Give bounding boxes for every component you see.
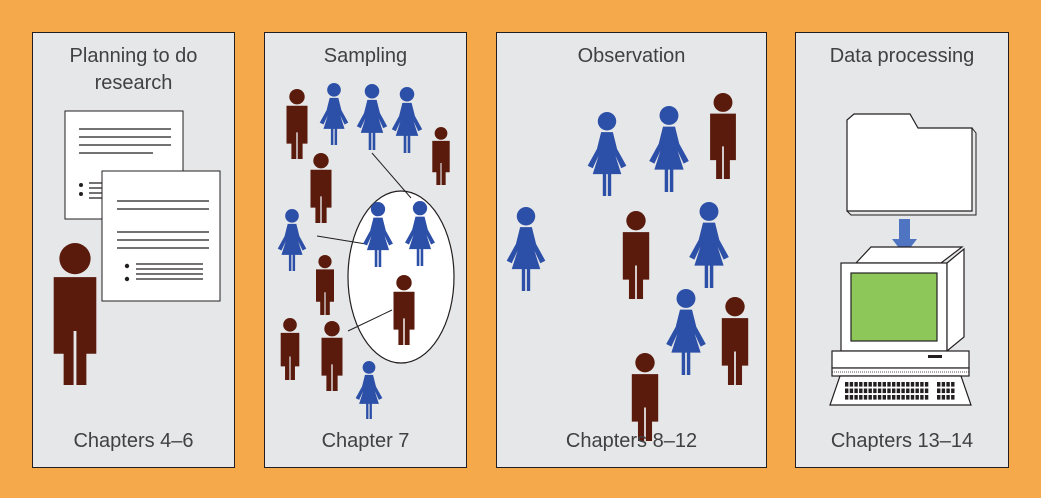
sampling-illustration bbox=[277, 83, 455, 419]
woman-icon bbox=[319, 83, 349, 145]
man-icon bbox=[721, 297, 749, 385]
woman-icon bbox=[689, 202, 729, 288]
panel-caption-sampling: Chapter 7 bbox=[321, 430, 410, 452]
woman-icon bbox=[363, 202, 393, 267]
panel-caption-observation: Chapters 8–12 bbox=[565, 430, 698, 452]
observation-illustration bbox=[506, 93, 749, 441]
woman-icon bbox=[405, 201, 435, 266]
man-icon bbox=[710, 93, 736, 179]
man-icon bbox=[286, 89, 308, 159]
panel-data-processing: Data processing Chapters 13–14 bbox=[795, 32, 1009, 468]
man-icon bbox=[321, 321, 343, 391]
pointer-line bbox=[347, 309, 393, 332]
panel-sampling: Sampling bbox=[264, 32, 467, 468]
panel-title-data-processing: Data processing bbox=[829, 45, 975, 67]
panel-caption-planning: Chapters 4–6 bbox=[73, 430, 194, 452]
man-icon bbox=[316, 255, 334, 315]
computer-icon bbox=[829, 246, 972, 406]
keyboard-icon bbox=[845, 382, 955, 400]
panel-title-observation: Observation bbox=[577, 45, 686, 67]
panel-planning: Planning to do research bbox=[32, 32, 235, 468]
woman-icon bbox=[391, 87, 423, 153]
man-icon bbox=[622, 211, 650, 299]
man-icon bbox=[310, 153, 332, 223]
man-icon bbox=[393, 275, 415, 345]
woman-icon bbox=[587, 112, 627, 196]
screen bbox=[850, 272, 938, 342]
panel-title-sampling: Sampling bbox=[323, 45, 408, 67]
pointer-line bbox=[316, 235, 367, 245]
panel-caption-data-processing: Chapters 13–14 bbox=[830, 430, 974, 452]
panel-observation: Observation Chapters 8–12 bbox=[496, 32, 767, 468]
woman-icon bbox=[649, 106, 689, 192]
population-figures bbox=[277, 83, 450, 419]
woman-icon bbox=[277, 209, 307, 271]
woman-icon bbox=[666, 289, 706, 375]
observed-figures bbox=[506, 93, 749, 441]
researcher-icon bbox=[53, 243, 97, 385]
man-icon bbox=[53, 243, 97, 385]
woman-icon bbox=[506, 207, 546, 291]
pointer-line bbox=[371, 152, 412, 199]
folder-icon bbox=[846, 113, 977, 216]
man-icon bbox=[280, 318, 300, 380]
panel-title-planning: Planning to do research bbox=[69, 45, 198, 94]
document-front-icon bbox=[101, 170, 221, 302]
data-processing-illustration bbox=[829, 113, 977, 406]
woman-icon bbox=[356, 84, 388, 150]
planning-illustration bbox=[53, 110, 221, 385]
man-icon bbox=[631, 353, 659, 441]
man-icon bbox=[432, 127, 450, 185]
woman-icon bbox=[355, 361, 383, 419]
